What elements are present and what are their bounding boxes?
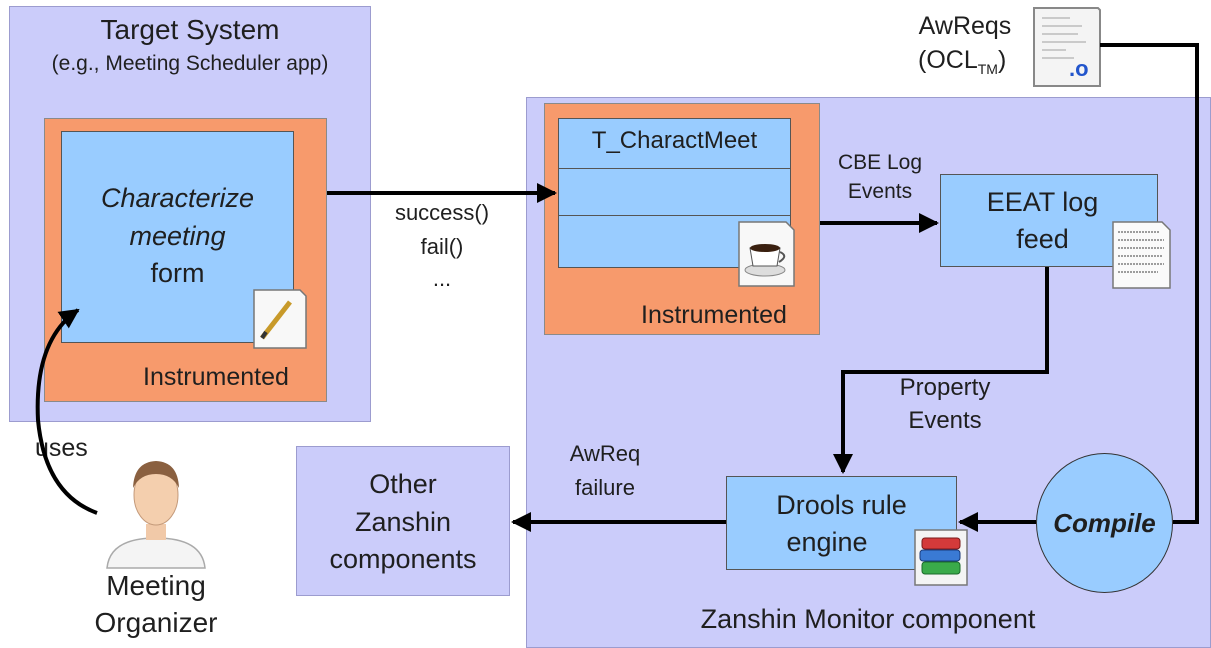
class-divider-1	[558, 168, 791, 169]
other-line2: Zanshin	[354, 507, 452, 537]
drools-line2: engine	[786, 527, 868, 557]
cbe-line1: CBE Log	[837, 151, 923, 174]
compile-label: Compile	[1053, 508, 1156, 538]
form-label-line1: Characterize	[100, 183, 255, 213]
ocl-file-letter: .o	[1069, 56, 1089, 81]
eeat-line2: feed	[1016, 224, 1069, 254]
awreqs-ocl: (OCLTM)	[918, 46, 1006, 77]
uses-label: uses	[35, 434, 88, 462]
property-events-line1: Property	[899, 374, 991, 401]
class-name: T_CharactMeet	[591, 127, 758, 154]
awreqs-ocl-end: )	[997, 46, 1007, 74]
call-success: success()	[394, 200, 490, 225]
zanshin-monitor-label: Zanshin Monitor component	[700, 604, 1036, 634]
property-events-line2: Events	[908, 407, 982, 434]
class-divider-2	[558, 215, 791, 216]
eeat-line1: EEAT log	[986, 187, 1099, 217]
awreq-failure-line1: AwReq	[569, 441, 641, 466]
instrumented-label-left: Instrumented	[143, 363, 289, 391]
form-label-line3: form	[150, 258, 205, 288]
target-system-title: Target System	[100, 14, 280, 45]
awreq-failure-line2: failure	[575, 475, 635, 500]
other-line1: Other	[369, 469, 437, 499]
organizer-line2: Organizer	[94, 607, 218, 638]
target-system-subtitle: (e.g., Meeting Scheduler app)	[51, 52, 329, 75]
drools-line1: Drools rule	[776, 490, 907, 520]
instrumented-label-right: Instrumented	[641, 301, 787, 329]
call-ellipsis: ...	[432, 266, 452, 291]
form-label-line2: meeting	[129, 221, 226, 251]
awreqs-ocl-main: (OCL	[918, 46, 978, 74]
organizer-line1: Meeting	[106, 570, 206, 601]
awreqs-ocl-sub: TM	[977, 61, 998, 77]
cbe-line2: Events	[847, 180, 913, 203]
awreqs-label: AwReqs	[918, 12, 1012, 40]
other-line3: components	[329, 544, 477, 574]
other-zanshin-components-box	[296, 446, 510, 596]
call-fail: fail()	[420, 234, 464, 259]
